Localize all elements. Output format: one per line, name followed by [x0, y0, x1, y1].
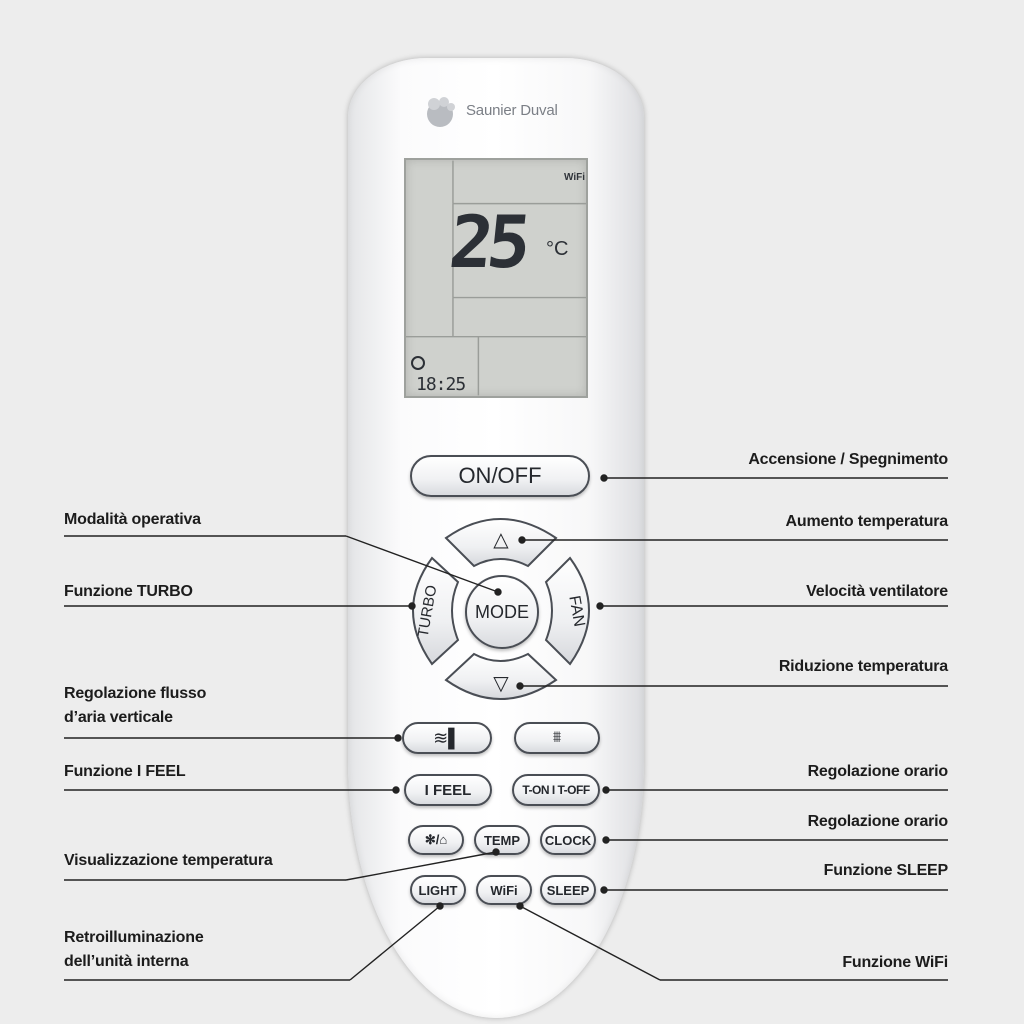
label-backlight-line1: Retroilluminazione: [64, 929, 204, 946]
wifi-button[interactable]: WiFi: [476, 875, 532, 905]
label-fan-speed: Velocità ventilatore: [806, 583, 948, 600]
label-mode: Modalità operativa: [64, 511, 201, 528]
i-feel-button[interactable]: I FEEL: [404, 774, 492, 806]
brand-mark-icon: [427, 97, 455, 127]
label-vertical-air-line1: Regolazione flusso: [64, 685, 207, 702]
brand-logo: Saunier Duval: [420, 88, 590, 132]
label-power: Accensione / Spegnimento: [748, 451, 948, 468]
label-temp-up: Aumento temperatura: [785, 513, 949, 530]
label-turbo: Funzione TURBO: [64, 583, 193, 600]
clock-button[interactable]: CLOCK: [540, 825, 596, 855]
timer-button[interactable]: T-ON I T-OFF: [512, 774, 600, 806]
light-button[interactable]: LIGHT: [410, 875, 466, 905]
lcd-display: [404, 158, 588, 398]
lcd-segment-frame: [406, 160, 586, 396]
horizontal-swing-button[interactable]: ⩩: [514, 722, 600, 754]
lcd-wifi-indicator: WiFi: [564, 172, 586, 183]
health-button[interactable]: ✻/⌂: [408, 825, 464, 855]
on-off-button[interactable]: ON/OFF: [410, 455, 590, 497]
clock-icon: [411, 356, 425, 370]
label-timer: Regolazione orario: [807, 763, 949, 780]
label-backlight-line2: dell’unità interna: [64, 953, 189, 970]
label-vertical-air: Regolazione flusso d’aria verticale: [64, 682, 206, 730]
label-i-feel: Funzione I FEEL: [64, 763, 186, 780]
temp-button[interactable]: TEMP: [474, 825, 530, 855]
sleep-button[interactable]: SLEEP: [540, 875, 596, 905]
vertical-swing-button[interactable]: ≋▌: [402, 722, 492, 754]
brand-name: Saunier Duval: [466, 101, 558, 119]
lcd-temperature-unit: °C: [546, 238, 569, 260]
label-clock: Regolazione orario: [807, 813, 949, 830]
mode-button[interactable]: MODE: [465, 575, 539, 649]
label-wifi: Funzione WiFi: [842, 954, 948, 971]
label-temp-down: Riduzione temperatura: [778, 658, 948, 675]
lcd-temperature: 25: [445, 200, 530, 284]
lcd-time: 18:25: [416, 374, 466, 395]
label-vertical-air-line2: d’aria verticale: [64, 709, 173, 726]
label-sleep: Funzione SLEEP: [823, 862, 949, 879]
label-display-temp: Visualizzazione temperatura: [64, 852, 273, 869]
label-backlight: Retroilluminazione dell’unità interna: [64, 926, 204, 974]
